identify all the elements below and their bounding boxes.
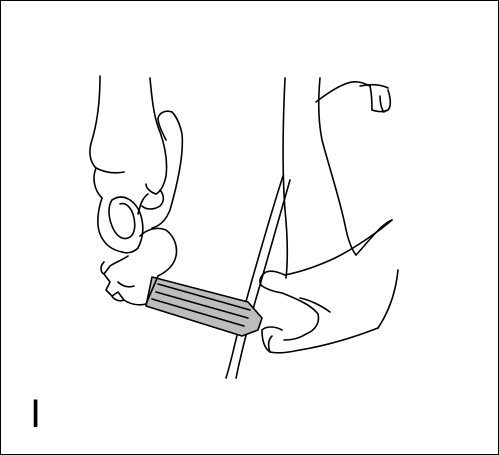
cutter-handle — [146, 277, 262, 336]
pipe — [226, 176, 290, 378]
right-hand — [260, 220, 398, 353]
step-label: I — [30, 394, 41, 434]
right-arm-sleeve — [283, 78, 392, 278]
